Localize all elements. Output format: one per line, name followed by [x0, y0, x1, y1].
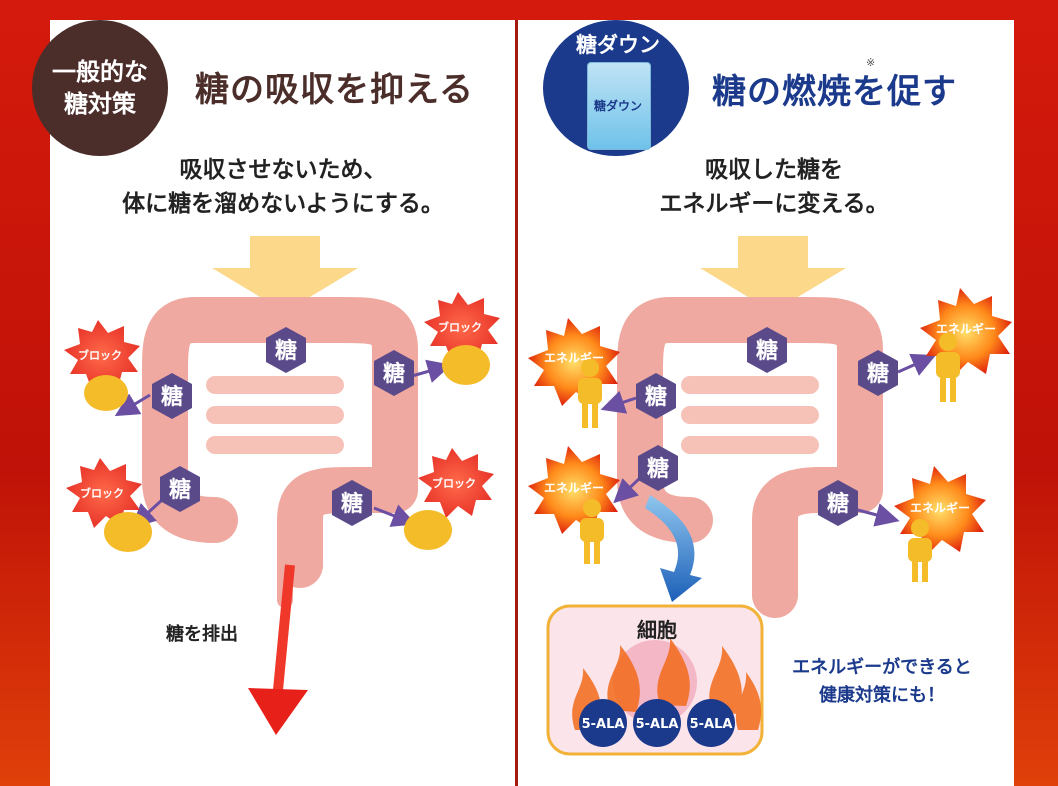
left-subtitle: 吸収させないため、 体に糖を溜めないようにする。	[88, 153, 478, 221]
benefit-line2: 健康対策にも！	[819, 685, 945, 706]
person-icon	[908, 519, 932, 582]
down-arrow-right	[700, 236, 846, 312]
hex-sugar-right-5: 糖	[818, 480, 858, 526]
excrete-arrow-head	[248, 688, 308, 735]
hex-label: 糖	[341, 491, 363, 517]
right-subtitle-line1: 吸収した糖を	[705, 157, 843, 183]
product-package-name: 糖ダウン	[593, 99, 642, 113]
arrow-rhex3-to-person	[613, 476, 642, 504]
right-subtitle-line2: エネルギーに変える。	[659, 191, 889, 217]
intestine-right	[617, 297, 883, 618]
arrow-hex4-to-hand	[373, 504, 417, 527]
to-cell-arrow	[645, 495, 702, 602]
hex-sugar-right-1: 糖	[747, 327, 787, 373]
product-badge-label: 糖ダウン	[576, 33, 660, 57]
block-burst-4: ブロック	[418, 448, 494, 518]
arrow-hex2-to-hand	[411, 359, 452, 383]
ala-circle-3: 5-ALA	[687, 699, 735, 747]
hex-label: 糖	[275, 338, 297, 364]
energy-burst-2: エネルギー	[920, 288, 1012, 376]
badge-line1: 一般的な	[52, 58, 148, 86]
hex-sugar-right-4: 糖	[638, 445, 678, 491]
block-label: ブロック	[78, 348, 122, 362]
hand-icon	[404, 510, 452, 550]
person-icon	[578, 359, 602, 428]
hex-label: 糖	[647, 456, 669, 482]
hex-label: 糖	[383, 361, 405, 387]
person-icon	[936, 333, 960, 402]
hex-label: 糖	[645, 384, 667, 410]
block-label: ブロック	[438, 320, 482, 334]
energy-burst-3: エネルギー	[528, 446, 620, 534]
person-icon	[580, 499, 604, 564]
hand-icon	[442, 345, 490, 385]
block-label: ブロック	[80, 486, 124, 500]
note-mark: ※	[866, 56, 876, 69]
ala-label: 5-ALA	[582, 717, 625, 732]
block-burst-2: ブロック	[424, 292, 500, 362]
energy-burst-4: エネルギー	[894, 466, 986, 554]
ala-circle-2: 5-ALA	[633, 699, 681, 747]
hex-sugar-left-4: 糖	[160, 466, 200, 512]
ala-label: 5-ALA	[690, 717, 733, 732]
badge-line2: 糖対策	[64, 90, 136, 118]
block-burst-1: ブロック	[64, 320, 140, 390]
block-burst-3: ブロック	[66, 458, 142, 528]
hex-label: 糖	[161, 384, 183, 410]
benefit-line1: エネルギーができると	[792, 657, 972, 678]
ala-circle-1: 5-ALA	[579, 699, 627, 747]
hex-sugar-left-3: 糖	[374, 350, 414, 396]
hex-sugar-left-1: 糖	[266, 327, 306, 373]
energy-label: エネルギー	[936, 321, 996, 336]
left-subtitle-line2: 体に糖を溜めないようにする。	[122, 191, 444, 217]
ala-label: 5-ALA	[636, 717, 679, 732]
down-arrow-left	[212, 236, 358, 312]
hex-label: 糖	[867, 361, 889, 387]
hex-sugar-left-2: 糖	[152, 373, 192, 419]
arrow-rhex2-to-person	[897, 353, 936, 376]
panel-divider	[515, 20, 518, 786]
hand-icon	[84, 375, 128, 411]
flame-icons	[572, 638, 762, 730]
excrete-label: 糖を排出	[166, 624, 238, 645]
energy-label: エネルギー	[544, 480, 604, 495]
hex-label: 糖	[756, 338, 778, 364]
hex-sugar-right-2: 糖	[636, 373, 676, 419]
hex-sugar-left-5: 糖	[332, 480, 372, 526]
excrete-arrow	[273, 564, 295, 691]
cell-label: 細胞	[637, 618, 677, 642]
hex-sugar-right-3: 糖	[858, 350, 898, 396]
general-method-badge: 一般的な 糖対策	[32, 20, 168, 156]
product-package-image	[587, 62, 651, 150]
arrow-hex1-to-hand	[114, 393, 151, 417]
right-subtitle: 吸収した糖を エネルギーに変える。	[594, 153, 954, 221]
arrow-rhex1-to-person	[600, 390, 637, 414]
block-label: ブロック	[432, 476, 476, 490]
arrow-rhex4-to-person	[857, 503, 900, 527]
hex-label: 糖	[827, 491, 849, 517]
left-title: 糖の吸収を抑える	[195, 70, 474, 110]
left-subtitle-line1: 吸収させないため、	[179, 157, 387, 183]
hand-icon	[104, 512, 152, 552]
energy-label: エネルギー	[910, 500, 970, 515]
hex-label: 糖	[169, 477, 191, 503]
arrow-hex3-to-hand	[131, 498, 164, 529]
right-title: 糖の燃焼を促す	[712, 72, 957, 112]
energy-burst-1: エネルギー	[528, 318, 620, 406]
benefit-text: エネルギーができると 健康対策にも！	[776, 654, 988, 710]
